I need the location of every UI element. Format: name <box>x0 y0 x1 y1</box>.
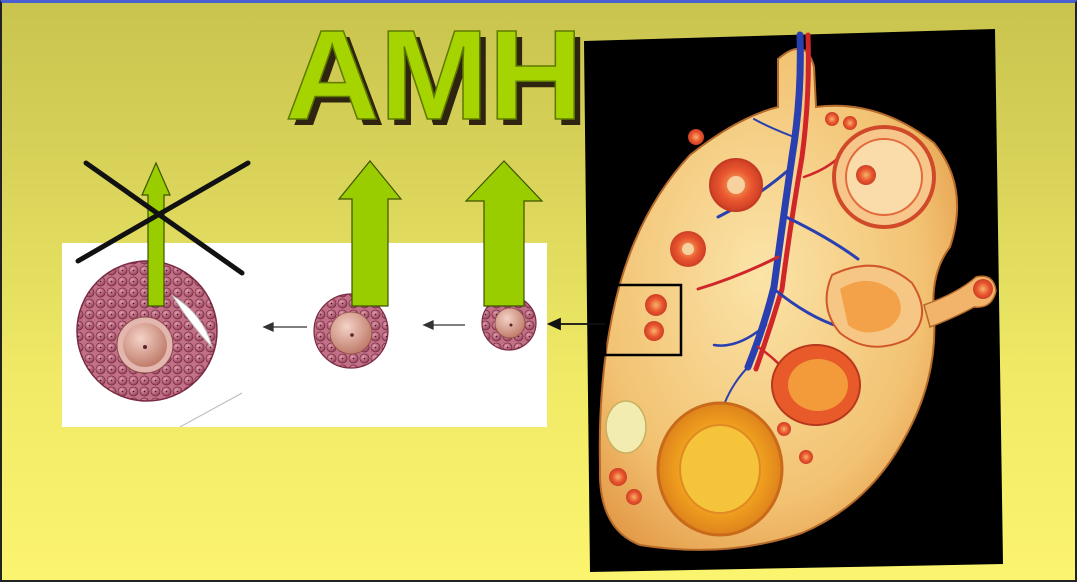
progression-arrow-2 <box>424 321 465 329</box>
follicle-stages <box>62 243 547 427</box>
ovary-illustration <box>578 27 1008 572</box>
title-graphic: AMH AMH <box>272 9 602 149</box>
follicle-panel <box>62 243 547 427</box>
medium-follicle <box>314 294 388 368</box>
small-follicle <box>482 296 536 350</box>
large-follicle <box>77 261 217 401</box>
progression-arrow-1 <box>264 323 307 331</box>
page-title: AMH <box>285 9 583 147</box>
pointer-line <box>180 393 242 427</box>
